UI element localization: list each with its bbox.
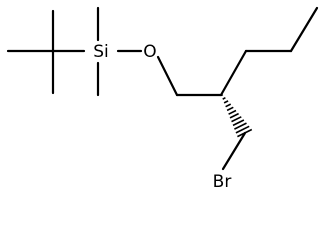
chemical-structure-diagram: Si O Br xyxy=(6,6,319,192)
bond-stereocenter-to-propyl-c1 xyxy=(219,49,248,97)
hash-line xyxy=(235,125,250,134)
hash-line xyxy=(220,93,224,97)
hash-line xyxy=(226,106,234,112)
silicon-atom-label: Si xyxy=(93,42,109,62)
oxygen-atom-label: O xyxy=(143,42,156,62)
hash-line xyxy=(228,109,237,115)
hash-line xyxy=(232,119,245,127)
bond-propyl-c2-to-c3 xyxy=(289,6,319,53)
propyl-chain xyxy=(219,6,319,97)
bond-o-to-ch2 xyxy=(156,55,179,97)
hash-line xyxy=(231,116,242,123)
hash-line xyxy=(222,97,226,100)
bromine-atom-label: Br xyxy=(213,172,232,192)
hash-line xyxy=(234,122,247,130)
hash-line xyxy=(223,100,229,104)
tert-butyl-group xyxy=(6,9,86,95)
hash-line xyxy=(229,112,239,119)
hashed-wedge-bond xyxy=(220,93,253,138)
hash-line xyxy=(225,103,232,108)
bond-ch2-to-br xyxy=(221,131,247,171)
